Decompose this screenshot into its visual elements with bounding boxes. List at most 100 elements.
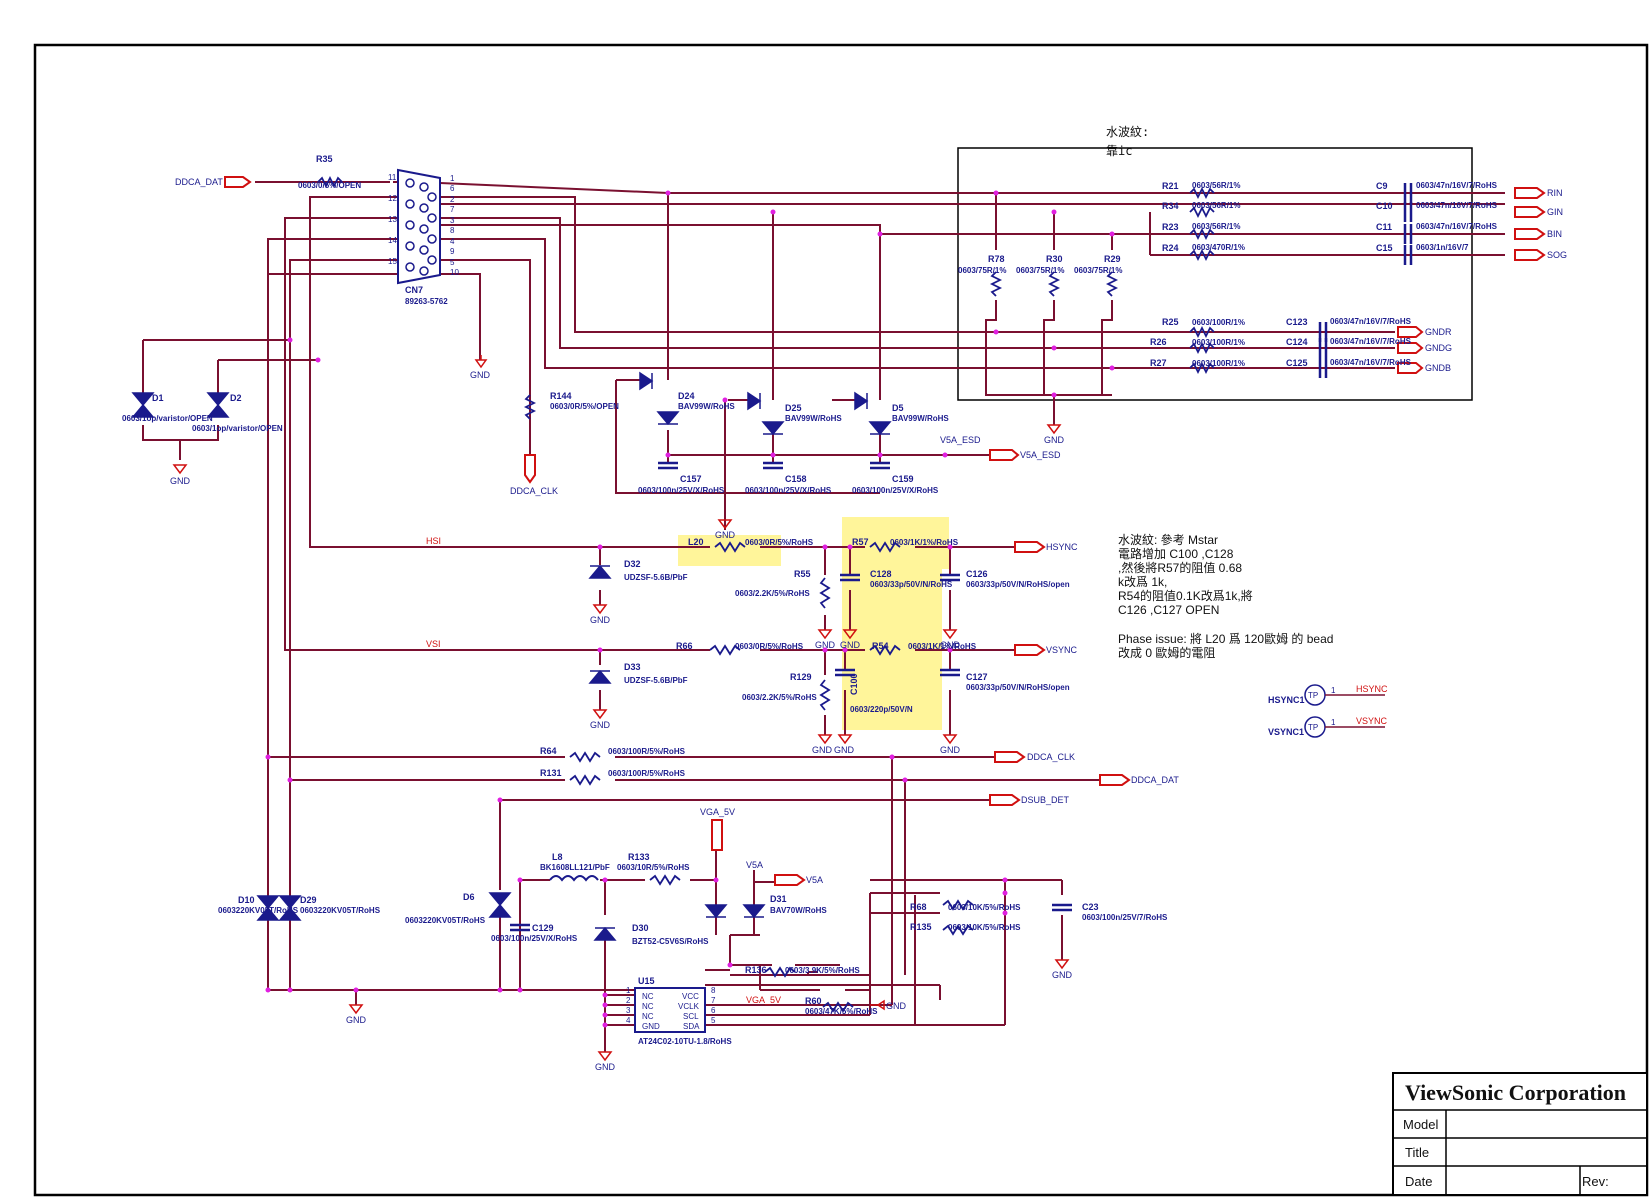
svg-text:V5A_ESD: V5A_ESD bbox=[940, 435, 981, 445]
svg-text:BAV70W/RoHS: BAV70W/RoHS bbox=[770, 906, 827, 915]
svg-text:GND: GND bbox=[595, 1062, 616, 1072]
svg-text:GND: GND bbox=[346, 1015, 367, 1025]
svg-text:HSYNC: HSYNC bbox=[1046, 542, 1078, 552]
svg-text:GND: GND bbox=[815, 640, 836, 650]
svg-text:0603/2.2K/5%/RoHS: 0603/2.2K/5%/RoHS bbox=[735, 589, 810, 598]
svg-text:GIN: GIN bbox=[1547, 207, 1563, 217]
svg-text:D25: D25 bbox=[785, 403, 802, 413]
svg-text:1: 1 bbox=[450, 174, 455, 183]
company-name: ViewSonic Corporation bbox=[1405, 1080, 1626, 1105]
design-notes: 水波紋: 參考 Mstar 電路增加 C100 ,C128 ,然後將R57的阻值… bbox=[1118, 532, 1333, 660]
svg-text:水波紋: 參考 Mstar: 水波紋: 參考 Mstar bbox=[1118, 532, 1218, 547]
svg-text:C129: C129 bbox=[532, 923, 554, 933]
svg-text:15: 15 bbox=[388, 257, 397, 266]
ports bbox=[224, 176, 1546, 886]
svg-text:C123: C123 bbox=[1286, 317, 1308, 327]
gnd-symbols bbox=[172, 355, 1070, 1062]
svg-text:GND: GND bbox=[834, 745, 855, 755]
svg-text:0603/100R/1%: 0603/100R/1% bbox=[1192, 338, 1245, 347]
svg-text:0603/47n/16V/7/RoHS: 0603/47n/16V/7/RoHS bbox=[1416, 201, 1498, 210]
svg-text:0603/0R/5%/RoHS: 0603/0R/5%/RoHS bbox=[735, 642, 804, 651]
diodes bbox=[131, 371, 892, 941]
svg-text:k改爲 1k,: k改爲 1k, bbox=[1118, 575, 1167, 589]
svg-text:0603/56R/1%: 0603/56R/1% bbox=[1192, 222, 1240, 231]
svg-text:0603/2.2K/5%/RoHS: 0603/2.2K/5%/RoHS bbox=[742, 693, 817, 702]
svg-text:D31: D31 bbox=[770, 894, 787, 904]
svg-text:2: 2 bbox=[450, 195, 455, 204]
svg-text:0603/47n/16V/7/RoHS: 0603/47n/16V/7/RoHS bbox=[1416, 181, 1498, 190]
svg-text:L8: L8 bbox=[552, 852, 563, 862]
svg-text:R55: R55 bbox=[794, 569, 811, 579]
svg-text:4: 4 bbox=[626, 1016, 631, 1025]
svg-text:C10: C10 bbox=[1376, 201, 1393, 211]
svg-text:0603/10R/5%/RoHS: 0603/10R/5%/RoHS bbox=[617, 863, 690, 872]
svg-text:0603/1n/16V/7: 0603/1n/16V/7 bbox=[1416, 243, 1469, 252]
svg-text:0603/100n/25V/X/RoHS: 0603/100n/25V/X/RoHS bbox=[745, 486, 832, 495]
svg-text:0603220KV05T/RoHS: 0603220KV05T/RoHS bbox=[218, 906, 299, 915]
svg-text:R131: R131 bbox=[540, 768, 562, 778]
svg-text:0603/1op/varistor/OPEN: 0603/1op/varistor/OPEN bbox=[192, 424, 283, 433]
svg-text:GNDB: GNDB bbox=[1425, 363, 1451, 373]
svg-text:NC: NC bbox=[642, 992, 654, 1001]
svg-text:NC: NC bbox=[642, 1002, 654, 1011]
highlight-l20 bbox=[678, 535, 781, 566]
svg-text:12: 12 bbox=[388, 194, 397, 203]
svg-text:R68: R68 bbox=[910, 902, 927, 912]
svg-text:6: 6 bbox=[450, 184, 455, 193]
svg-text:5: 5 bbox=[450, 258, 455, 267]
svg-text:BAV99W/RoHS: BAV99W/RoHS bbox=[892, 414, 949, 423]
svg-text:VCC: VCC bbox=[682, 992, 699, 1001]
svg-text:UDZSF-5.6B/PbF: UDZSF-5.6B/PbF bbox=[624, 573, 688, 582]
svg-text:C126: C126 bbox=[966, 569, 988, 579]
svg-text:Title: Title bbox=[1405, 1145, 1429, 1160]
svg-text:Rev:: Rev: bbox=[1582, 1174, 1609, 1189]
svg-text:R64: R64 bbox=[540, 746, 557, 756]
svg-text:GNDR: GNDR bbox=[1425, 327, 1452, 337]
svg-text:D6: D6 bbox=[463, 892, 475, 902]
svg-text:0603/47n/16V/7/RoHS: 0603/47n/16V/7/RoHS bbox=[1330, 337, 1412, 346]
svg-text:R23: R23 bbox=[1162, 222, 1179, 232]
svg-text:R66: R66 bbox=[676, 641, 693, 651]
svg-text:C125: C125 bbox=[1286, 358, 1308, 368]
svg-text:D5: D5 bbox=[892, 403, 904, 413]
svg-text:0603/100R/1%: 0603/100R/1% bbox=[1192, 318, 1245, 327]
svg-text:R21: R21 bbox=[1162, 181, 1179, 191]
svg-text:DDCA_DAT: DDCA_DAT bbox=[175, 177, 223, 187]
svg-text:GND: GND bbox=[812, 745, 833, 755]
svg-text:BIN: BIN bbox=[1547, 229, 1562, 239]
svg-text:0603/100n/25V/X/RoHS: 0603/100n/25V/X/RoHS bbox=[638, 486, 725, 495]
svg-text:SCL: SCL bbox=[683, 1012, 699, 1021]
svg-text:C159: C159 bbox=[892, 474, 914, 484]
svg-text:D29: D29 bbox=[300, 895, 317, 905]
svg-text:SOG: SOG bbox=[1547, 250, 1567, 260]
svg-text:0603/1K/1%/RoHS: 0603/1K/1%/RoHS bbox=[890, 538, 959, 547]
svg-text:C126 ,C127 OPEN: C126 ,C127 OPEN bbox=[1118, 603, 1219, 617]
svg-text:0603/0R/5%/OPEN: 0603/0R/5%/OPEN bbox=[550, 402, 619, 411]
svg-text:GND: GND bbox=[470, 370, 491, 380]
svg-text:GNDG: GNDG bbox=[1425, 343, 1452, 353]
svg-text:0603/100R/5%/RoHS: 0603/100R/5%/RoHS bbox=[608, 769, 686, 778]
svg-text:GND: GND bbox=[886, 1001, 907, 1011]
svg-text:DDCA_CLK: DDCA_CLK bbox=[1027, 752, 1075, 762]
svg-text:VSYNC1: VSYNC1 bbox=[1268, 727, 1304, 737]
svg-text:GND: GND bbox=[940, 745, 961, 755]
svg-text:3: 3 bbox=[450, 216, 455, 225]
svg-text:R35: R35 bbox=[316, 154, 333, 164]
svg-text:UDZSF-5.6B/PbF: UDZSF-5.6B/PbF bbox=[624, 676, 688, 685]
svg-text:R57: R57 bbox=[852, 537, 869, 547]
resistors bbox=[317, 175, 1215, 1013]
svg-text:0603/56R/1%: 0603/56R/1% bbox=[1192, 201, 1240, 210]
svg-text:D32: D32 bbox=[624, 559, 641, 569]
svg-text:0603/470R/1%: 0603/470R/1% bbox=[1192, 243, 1245, 252]
inductor-l8 bbox=[549, 875, 599, 882]
svg-text:0603/100n/25V/7/RoHS: 0603/100n/25V/7/RoHS bbox=[1082, 913, 1168, 922]
svg-text:14: 14 bbox=[388, 236, 397, 245]
sheet-border bbox=[33, 43, 1649, 1197]
svg-text:BAV99W/RoHS: BAV99W/RoHS bbox=[678, 402, 735, 411]
svg-text:C23: C23 bbox=[1082, 902, 1099, 912]
net-hsi: HSI bbox=[426, 536, 441, 546]
svg-text:C127: C127 bbox=[966, 672, 988, 682]
svg-text:V5A: V5A bbox=[806, 875, 823, 885]
